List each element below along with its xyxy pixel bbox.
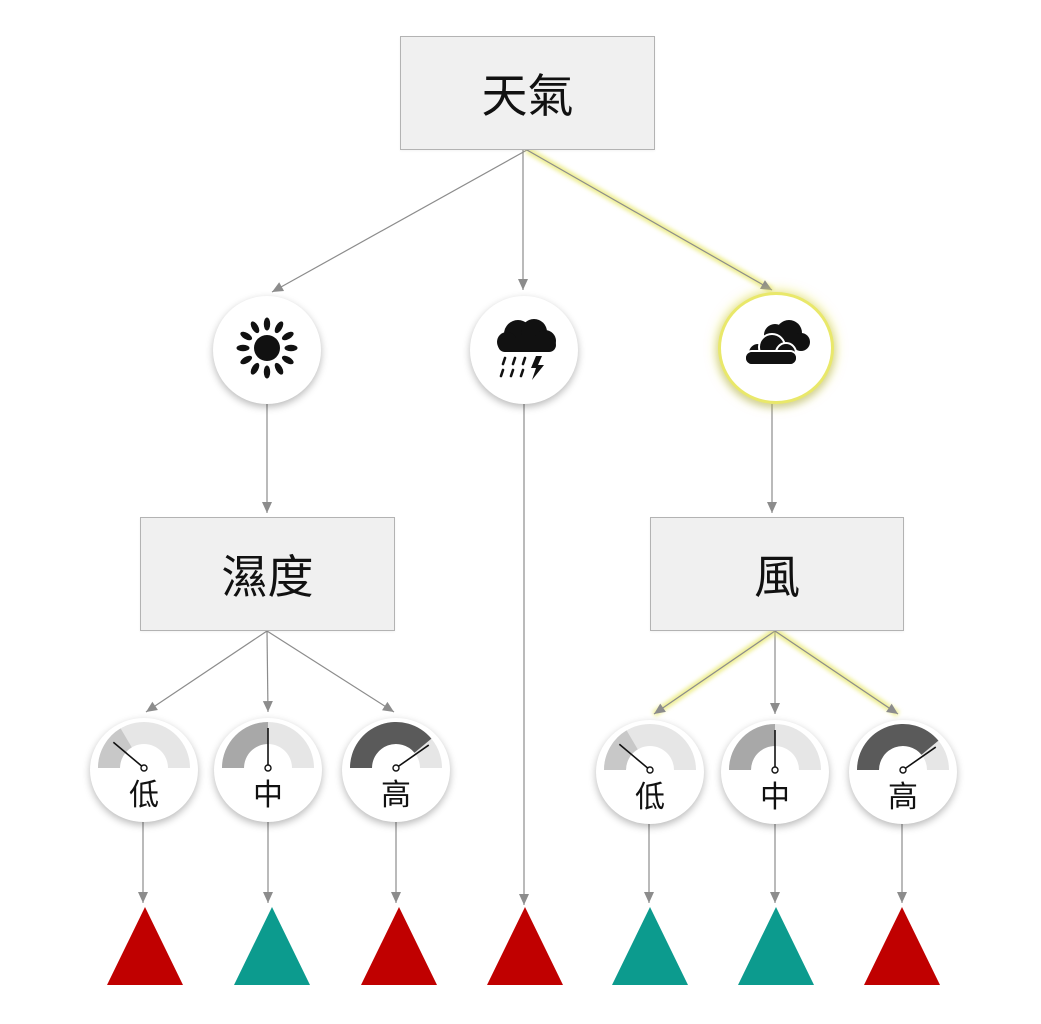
root-node-weather: 天氣 xyxy=(400,36,655,150)
edge-line xyxy=(145,630,268,713)
edge-arrowhead xyxy=(519,894,529,905)
edge-arrowhead xyxy=(654,703,666,714)
gauge-icon xyxy=(604,724,696,774)
leaf-outcome-triangle xyxy=(234,907,310,985)
leaf-outcome-triangle xyxy=(361,907,437,985)
edge-arrowhead xyxy=(382,701,394,712)
attribute-node-wind-label: 風 xyxy=(754,550,800,604)
attribute-node-wind: 風 xyxy=(650,517,904,631)
edge-arrowhead xyxy=(518,279,528,290)
edge-highlight-glow xyxy=(652,628,777,717)
edge-arrowhead xyxy=(391,892,401,903)
edge-line xyxy=(266,630,395,713)
edge-highlight-glow xyxy=(525,147,774,293)
attribute-node-humidity: 濕度 xyxy=(140,517,395,631)
edge-arrowhead xyxy=(770,892,780,903)
attribute-node-humidity-label: 濕度 xyxy=(221,550,314,604)
edge-arrowhead xyxy=(886,703,898,714)
wind-medium-node: 中 xyxy=(721,720,829,824)
edge-arrowhead xyxy=(272,282,285,292)
edge-arrowhead xyxy=(767,502,777,513)
root-node-label: 天氣 xyxy=(481,69,574,123)
leaf-outcome-triangle xyxy=(487,907,563,985)
leaf-outcome-triangle xyxy=(738,907,814,985)
edge-line xyxy=(271,149,528,293)
gauge-label: 中 xyxy=(253,778,283,813)
leaf-outcome-triangle xyxy=(107,907,183,985)
edge-arrowhead xyxy=(138,892,148,903)
sun-icon xyxy=(236,317,298,379)
gauge-icon xyxy=(98,722,190,772)
humidity-medium-node: 中 xyxy=(214,718,322,822)
gauge-icon xyxy=(222,722,314,772)
humidity-high-node: 高 xyxy=(342,718,450,822)
edge-arrowhead xyxy=(644,892,654,903)
edge-line-highlighted xyxy=(653,630,776,715)
rainy-node xyxy=(470,296,578,404)
gauge-icon xyxy=(350,722,442,772)
leaf-outcome-triangle xyxy=(612,907,688,985)
gauge-label: 低 xyxy=(635,780,665,815)
edge-arrowhead xyxy=(770,703,780,714)
edge-arrowhead xyxy=(263,892,273,903)
edge-arrowhead xyxy=(897,892,907,903)
gauge-label: 中 xyxy=(760,780,790,815)
wind-high-node: 高 xyxy=(849,720,957,824)
leaf-outcome-triangle xyxy=(864,907,940,985)
sunny-node xyxy=(213,296,321,404)
edge-line xyxy=(266,630,269,713)
gauge-label: 高 xyxy=(381,778,411,813)
edge-line-highlighted xyxy=(774,630,899,715)
gauge-icon xyxy=(729,724,821,774)
cloudy-node xyxy=(718,292,834,404)
humidity-low-node: 低 xyxy=(90,718,198,822)
cloudy-icon xyxy=(744,320,810,366)
wind-low-node: 低 xyxy=(596,720,704,824)
edge-arrowhead xyxy=(759,280,772,290)
gauge-label: 高 xyxy=(888,780,918,815)
rain-storm-cloud-icon xyxy=(497,319,556,380)
gauge-icon xyxy=(857,724,949,774)
edge-arrowhead xyxy=(146,701,158,712)
edge-line-highlighted xyxy=(526,149,773,291)
edge-arrowhead xyxy=(262,700,273,712)
gauge-label: 低 xyxy=(129,778,159,813)
edge-arrowhead xyxy=(262,502,272,513)
edge-highlight-glow xyxy=(773,628,900,717)
